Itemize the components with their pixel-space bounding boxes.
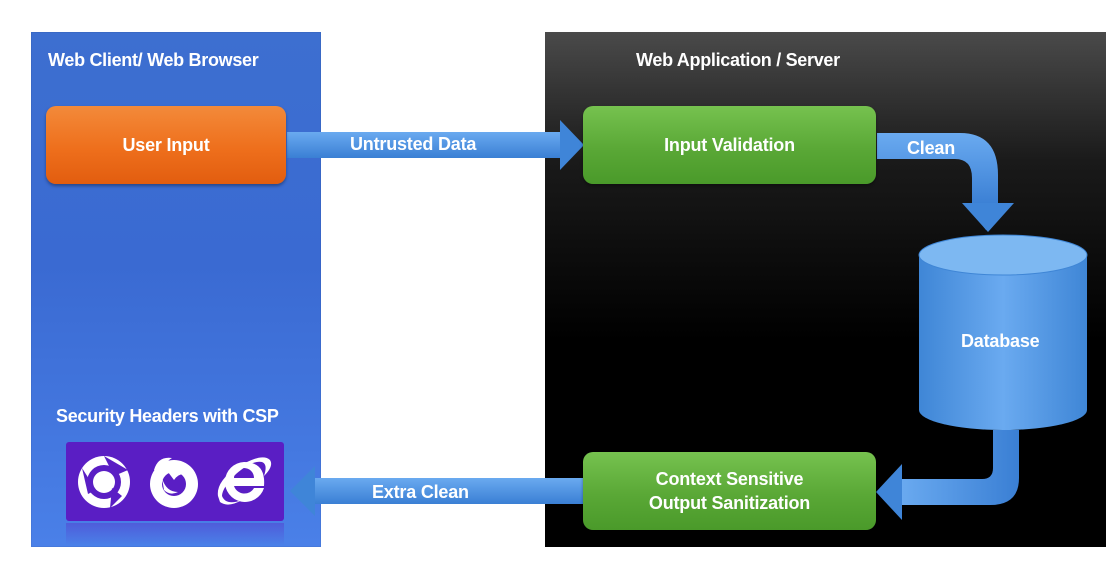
firefox-icon xyxy=(150,457,198,508)
browser-tray-reflection xyxy=(66,523,284,545)
security-headers-label: Security Headers with CSP xyxy=(56,406,279,426)
database-icon xyxy=(918,234,1088,430)
untrusted-data-arrow xyxy=(287,120,584,170)
untrusted-data-label: Untrusted Data xyxy=(350,134,477,154)
output-sanitization-box: Context Sensitive Output Sanitization xyxy=(583,452,876,530)
clean-label: Clean xyxy=(907,138,956,158)
user-input-box: User Input xyxy=(46,106,286,184)
user-input-label: User Input xyxy=(122,134,210,155)
extra-clean-label: Extra Clean xyxy=(372,482,469,502)
database-label: Database xyxy=(961,331,1040,351)
browser-icons-tray xyxy=(66,442,284,521)
output-sanitization-line2: Output Sanitization xyxy=(648,493,811,513)
output-sanitization-line1: Context Sensitive xyxy=(655,469,804,489)
server-panel-title: Web Application / Server xyxy=(636,50,840,70)
client-panel-title: Web Client/ Web Browser xyxy=(48,50,259,70)
extra-clean-arrow xyxy=(290,466,584,516)
ie-icon xyxy=(217,457,272,505)
clean-arrow xyxy=(877,133,1014,232)
input-validation-box: Input Validation xyxy=(583,106,876,184)
chrome-icon xyxy=(78,456,130,508)
database-output-arrow xyxy=(876,430,1019,520)
input-validation-label: Input Validation xyxy=(664,134,795,155)
